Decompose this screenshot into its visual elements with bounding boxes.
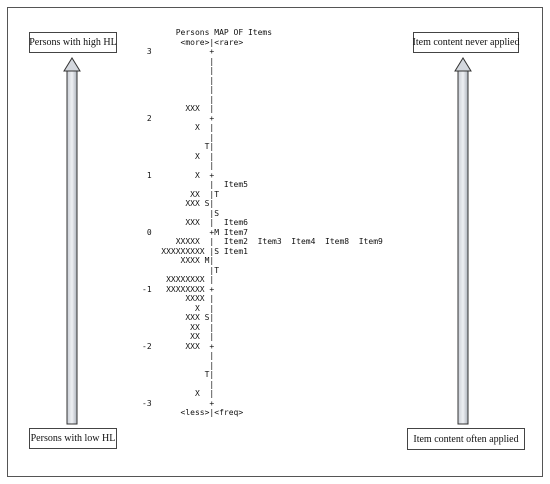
map-line: XX | <box>142 322 215 332</box>
map-line: | <box>142 379 215 389</box>
figure-frame <box>7 7 543 477</box>
map-line: X | <box>142 303 215 313</box>
map-line: XXXXXXXX | <box>142 275 215 284</box>
map-line: XXXXX | Item2 Item3 Item4 Item8 Item9 <box>142 237 383 246</box>
map-line: XXX | Item6 <box>142 218 248 227</box>
high-hl-box: Persons with high HL <box>29 32 117 53</box>
map-line: | <box>142 56 215 66</box>
map-line: -1 XXXXXXXX + <box>142 284 215 294</box>
map-line: | <box>142 66 215 75</box>
map-line: X | <box>142 389 215 398</box>
never-applied-box: Item content never applied <box>413 32 519 53</box>
map-line: | <box>142 351 215 360</box>
map-line: XXX | <box>142 104 215 113</box>
map-line: -3 + <box>142 398 215 408</box>
often-applied-label: Item content often applied <box>413 433 519 445</box>
map-line: XXXXXXXXX |S Item1 <box>142 246 248 256</box>
map-line: | <box>142 360 215 370</box>
map-line: |S <box>142 208 220 218</box>
map-line: Persons MAP OF Items <box>142 28 273 37</box>
map-line: | Item5 <box>142 180 248 189</box>
map-line: 1 X + <box>142 170 215 180</box>
map-line: 3 + <box>142 47 215 56</box>
map-line: XXXX | <box>142 294 215 303</box>
map-line: XX | <box>142 332 215 341</box>
map-line: X | <box>142 123 215 132</box>
left-up-arrow <box>63 57 81 425</box>
map-line: XXX S| <box>142 313 215 322</box>
map-line: <less>|<freq> <box>142 408 244 417</box>
low-hl-label: Persons with low HL <box>30 433 116 444</box>
map-line: | <box>142 85 215 94</box>
map-line: T| <box>142 142 215 151</box>
map-line: 2 + <box>142 113 215 123</box>
often-applied-box: Item content often applied <box>407 428 525 450</box>
map-line: | <box>142 132 215 142</box>
map-line: | <box>142 75 215 85</box>
map-line: XXX S| <box>142 199 215 208</box>
map-line: <more>|<rare> <box>142 37 244 47</box>
low-hl-box: Persons with low HL <box>29 428 117 449</box>
map-line: 0 +M Item7 <box>142 227 248 237</box>
map-line: T| <box>142 370 215 379</box>
map-line: X | <box>142 151 215 161</box>
map-line: -2 XXX + <box>142 341 215 351</box>
never-applied-label: Item content never applied <box>412 37 520 48</box>
high-hl-label: Persons with high HL <box>29 37 117 48</box>
map-line: | <box>142 161 215 170</box>
map-line: | <box>142 94 215 104</box>
map-line: XXXX M| <box>142 256 215 265</box>
map-line: XX |T <box>142 189 220 199</box>
map-line: |T <box>142 265 220 275</box>
right-up-arrow <box>454 57 472 425</box>
